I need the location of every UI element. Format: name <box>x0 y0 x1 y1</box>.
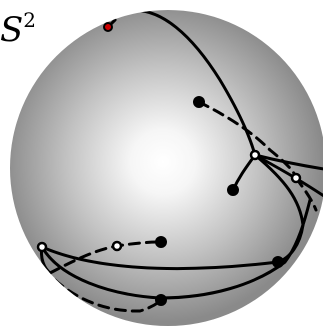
open-point <box>113 242 121 250</box>
point-dot <box>155 236 167 248</box>
red-point <box>104 23 112 31</box>
open-point <box>38 243 46 251</box>
point-dot <box>272 256 284 268</box>
point-dot <box>227 184 239 196</box>
open-point <box>292 174 300 182</box>
point-dot <box>155 294 167 306</box>
point-dot <box>193 96 205 108</box>
open-point <box>251 151 259 159</box>
